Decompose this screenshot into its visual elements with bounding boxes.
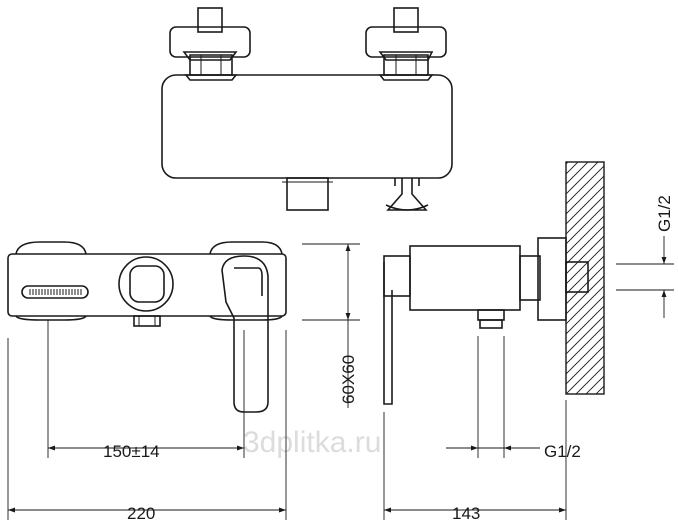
dim-depth-label: 143	[452, 504, 480, 523]
dim-spacing-label: 150±14	[103, 442, 160, 461]
outlet-top	[282, 177, 333, 211]
mixer-body-top	[161, 74, 453, 179]
lever-front	[221, 255, 269, 413]
mixer-body-side	[409, 245, 521, 311]
mixer-body-front	[7, 253, 287, 317]
dim-inlet-thread-label: G1/2	[655, 195, 674, 232]
side-view	[383, 161, 605, 405]
right-connector	[365, 7, 447, 81]
wall-section	[565, 161, 605, 395]
dim-outlet-thread-label: G1/2	[544, 442, 581, 461]
left-cap	[15, 241, 87, 255]
handle-top	[385, 178, 429, 211]
dim-width-label: 220	[127, 504, 155, 523]
outlet-grill	[21, 285, 89, 299]
top-view	[161, 7, 453, 211]
right-cap	[209, 241, 283, 255]
lever-side	[383, 262, 393, 405]
dimension-lines	[7, 236, 674, 520]
dim-block-section-label: 60X60	[339, 355, 358, 404]
left-connector	[169, 7, 251, 81]
watermark-text: 3dplitka.ru	[243, 426, 381, 459]
front-view	[7, 241, 287, 413]
diverter-knob	[118, 256, 174, 327]
